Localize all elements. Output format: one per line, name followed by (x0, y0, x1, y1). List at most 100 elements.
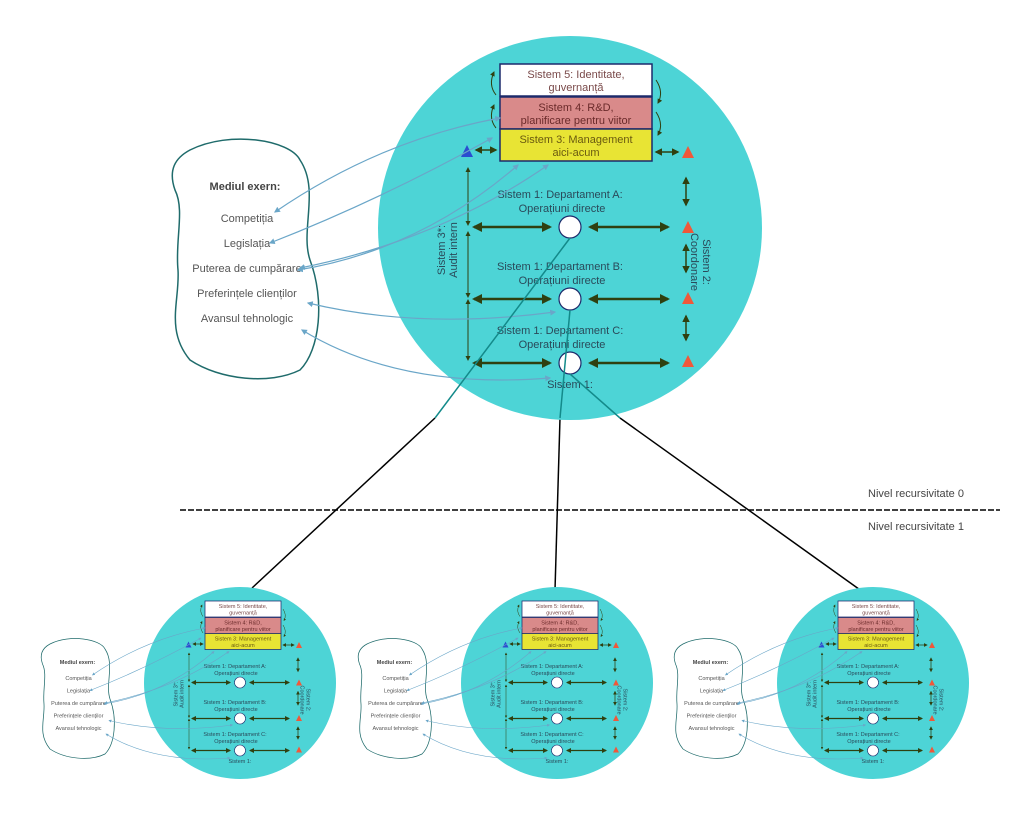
operation-node (551, 712, 563, 725)
environment-flow-arrow (738, 733, 864, 760)
environment-flow-arrow (300, 329, 552, 382)
vsm-instances: Mediul exern:CompetițiaLegislațiaPuterea… (40, 36, 969, 779)
deptC-subtitle: Operațiuni directe (847, 739, 890, 745)
feedback-loop-arrow (599, 624, 604, 637)
sub-vsm-c: Mediul exern:CompetițiaLegislațiaPuterea… (673, 587, 969, 779)
deptC-subtitle: Operațiuni directe (531, 739, 574, 745)
deptA-subtitle: Operațiuni directe (519, 203, 606, 215)
box-s5-line2: guvernanță (862, 611, 890, 617)
recursion-link (619, 417, 871, 598)
environment-item: Competiția (65, 676, 92, 682)
deptA-subtitle: Operațiuni directe (847, 671, 890, 677)
system-2-label: Sistem 2:Coordonare (299, 685, 311, 714)
environment-item: Legislația (700, 689, 724, 695)
sub-vsm-a: Mediul exern:CompetițiaLegislațiaPuterea… (40, 587, 336, 779)
deptC-title: Sistem 1: Departament C: (836, 732, 900, 738)
box-s5-line1: Sistem 5: Identitate, (536, 604, 585, 610)
recursion-link-inner (569, 373, 621, 419)
coordination-triangle-icon (929, 679, 935, 686)
feedback-loop-arrow (282, 624, 287, 637)
s3star-line2: Audit intern (813, 680, 819, 708)
deptA-subtitle: Operațiuni directe (531, 671, 574, 677)
environment-cloud (357, 638, 432, 759)
environment-flow-arrow (422, 733, 548, 760)
environment-item: Legislația (67, 689, 91, 695)
box-s4-line1: Sistem 4: R&D, (857, 621, 895, 627)
environment-flow-arrow (104, 651, 230, 704)
coordination-triangle-icon (929, 715, 935, 721)
coordination-triangle-icon (613, 746, 619, 753)
environment-title: Mediul exern: (693, 660, 729, 666)
environment-title: Mediul exern: (60, 660, 96, 666)
environment-flow-arrow (105, 733, 231, 760)
environment-flow-arrow (298, 164, 549, 270)
environment-flow-arrow (737, 651, 863, 704)
box-s3-line2: aici-acum (231, 643, 255, 649)
environment-cloud (171, 138, 320, 380)
deptB-title: Sistem 1: Departament B: (521, 700, 584, 706)
deptB-subtitle: Operațiuni directe (531, 707, 574, 713)
recursion-link-inner (434, 237, 571, 419)
recursion-link (251, 417, 436, 589)
deptC-title: Sistem 1: Departament C: (497, 325, 624, 337)
environment-item: Avansul tehnologic (688, 726, 734, 732)
system-2-label: Sistem 2:Coordonare (616, 685, 628, 714)
deptA-subtitle: Operațiuni directe (214, 671, 257, 677)
box-s5 (204, 600, 282, 618)
coordination-triangle-icon (296, 679, 302, 686)
coordination-triangle-icon (682, 146, 694, 158)
operation-node (558, 287, 582, 311)
environment-cloud (40, 638, 115, 759)
box-s5 (499, 63, 653, 97)
box-s4-line2: planificare pentru viitor (848, 627, 904, 633)
box-s5-line1: Sistem 5: Identitate, (527, 69, 624, 81)
box-s3-line2: aici-acum (552, 147, 599, 159)
s3star-line1: Sistem 3*: (174, 681, 180, 707)
operation-node (234, 712, 246, 725)
environment-flow-arrow (421, 651, 547, 704)
s2-line1: Sistem 2: (700, 239, 712, 285)
system-3star-label: Sistem 3*:Audit intern (807, 680, 819, 708)
box-s4-line1: Sistem 4: R&D, (224, 621, 262, 627)
box-s5 (837, 600, 915, 618)
s2-line2: Coordonare (616, 685, 622, 714)
deptB-subtitle: Operațiuni directe (214, 707, 257, 713)
environment-flow-arrow (741, 719, 867, 729)
recursion-link (554, 417, 561, 591)
deptA-title: Sistem 1: Departament A: (521, 664, 584, 670)
environment-item: Avansul tehnologic (372, 726, 418, 732)
box-s4-line1: Sistem 4: R&D, (541, 621, 579, 627)
coordination-triangle-icon (929, 642, 935, 648)
environment-flow-arrow (306, 301, 557, 320)
operation-node (234, 744, 246, 757)
box-s5-line2: guvernanță (546, 611, 574, 617)
box-s3-line2: aici-acum (864, 643, 888, 649)
s2-line1: Sistem 2: (305, 689, 311, 712)
main-vsm: Mediul exern:CompetițiaLegislațiaPuterea… (171, 36, 762, 420)
sub-vsm-b: Mediul exern:CompetițiaLegislațiaPuterea… (357, 587, 653, 779)
s3star-line1: Sistem 3*: (807, 681, 813, 707)
coordination-triangle-icon (613, 679, 619, 686)
level-1-label: Nivel recursivitate 1 (868, 521, 964, 533)
environment-item: Legislația (224, 238, 271, 250)
deptB-title: Sistem 1: Departament B: (497, 261, 623, 273)
environment-item: Competiția (698, 676, 725, 682)
coordination-triangle-icon (613, 642, 619, 648)
recursion-link-inner (559, 309, 571, 419)
feedback-loop-arrow (490, 71, 497, 96)
s3star-line1: Sistem 3*: (491, 681, 497, 707)
coordination-triangle-icon (929, 746, 935, 753)
feedback-loop-arrow (915, 624, 920, 637)
feedback-loop-arrow (599, 608, 604, 621)
box-s4-line1: Sistem 4: R&D, (538, 102, 613, 114)
box-s5-line1: Sistem 5: Identitate, (852, 604, 901, 610)
coordination-triangle-icon (296, 642, 302, 648)
box-s5-line2: guvernanță (229, 611, 257, 617)
environment-item: Avansul tehnologic (201, 313, 294, 325)
feedback-loop-arrow (282, 608, 287, 621)
feedback-loop-arrow (833, 604, 837, 617)
operation-node (867, 744, 879, 757)
box-s3-line1: Sistem 3: Management (215, 637, 272, 643)
feedback-loop-arrow (200, 604, 204, 617)
